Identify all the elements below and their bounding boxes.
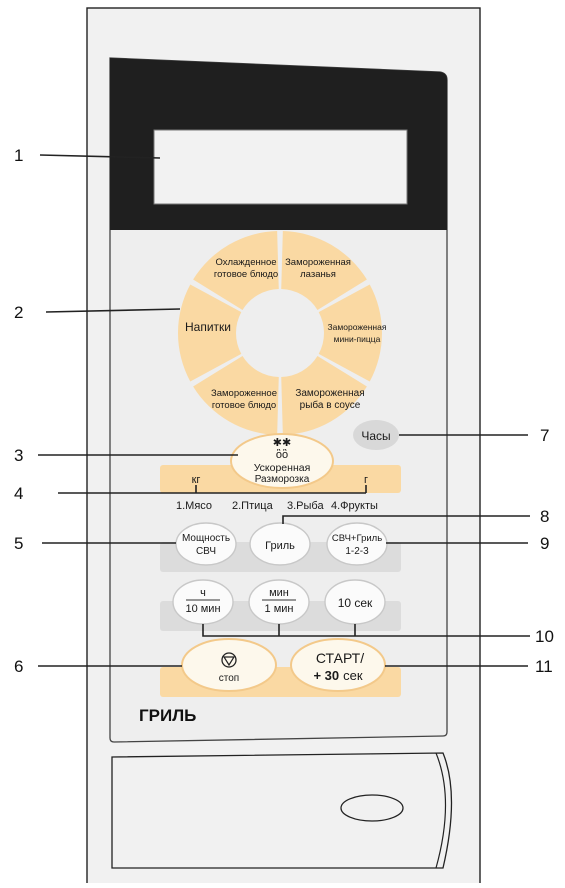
- door-handle-area: [111, 752, 453, 869]
- callout-6: 6: [14, 657, 23, 676]
- category-fish: 3.Рыба: [287, 500, 324, 512]
- door-handle-edge: [435, 752, 447, 869]
- ten-seconds-label: 10 сек: [338, 596, 373, 610]
- dial-center: [237, 290, 323, 376]
- stop-label: стоп: [219, 673, 239, 684]
- dial-segment-label: рыба в соусе: [300, 399, 361, 411]
- callout-11: 11: [535, 657, 553, 676]
- hour-top-label: ч: [200, 587, 206, 599]
- callout-10: 10: [535, 627, 554, 646]
- callout-7: 7: [540, 426, 549, 445]
- grill-button[interactable]: [249, 522, 311, 566]
- grill-label: Гриль: [265, 540, 295, 552]
- defrost-label-line1: Ускоренная: [254, 462, 311, 474]
- dial-segment-label: готовое блюдо: [212, 400, 276, 411]
- drops-glyph: ὃὃ: [276, 449, 288, 461]
- combo-label-line2: 1-2-3: [345, 546, 369, 557]
- clock-button[interactable]: [353, 420, 399, 450]
- callout-4: 4: [14, 484, 23, 503]
- dial-segment-label: Замороженное: [211, 388, 277, 399]
- display-screen: [153, 129, 408, 205]
- snowflake-drops-icon: ✱✱: [273, 437, 291, 449]
- dial-segment-label: Замороженная: [295, 388, 364, 399]
- dial-segment-label: мини-пицца: [334, 334, 381, 344]
- dial-segment[interactable]: [281, 356, 367, 435]
- combo-button[interactable]: [326, 522, 388, 566]
- power-label-line1: Мощность: [182, 533, 230, 544]
- power-label-line2: СВЧ: [196, 546, 216, 557]
- callout-3: 3: [14, 446, 23, 465]
- dial-segment[interactable]: [193, 356, 279, 435]
- unit-g: г: [364, 474, 368, 486]
- callout-2: 2: [14, 303, 23, 322]
- start-label-line2: + 30 сек: [313, 668, 362, 683]
- category-poultry: 2.Птица: [232, 500, 274, 512]
- leader-8: [282, 515, 530, 524]
- brand-label: ГРИЛЬ: [139, 706, 196, 725]
- callout-1: 1: [14, 146, 23, 165]
- start-button[interactable]: [290, 638, 386, 692]
- start-sec: сек: [343, 668, 363, 683]
- door-handle-slot: [340, 794, 404, 822]
- callout-5: 5: [14, 534, 23, 553]
- dial-segment-label: Напитки: [185, 320, 231, 334]
- dial-segment-label: Замороженная: [285, 257, 351, 268]
- dial-segment-label: готовое блюдо: [214, 269, 278, 280]
- start-plus-30: + 30: [313, 668, 339, 683]
- unit-kg: кг: [192, 474, 201, 486]
- leader-1: [39, 154, 161, 159]
- start-label-line1: СТАРТ/: [316, 650, 364, 666]
- callout-8: 8: [540, 507, 549, 526]
- minute-bottom-label: 1 мин: [265, 603, 294, 615]
- combo-label-line1: СВЧ+Гриль: [332, 533, 382, 544]
- dial-segment[interactable]: [281, 231, 367, 310]
- leader-10: [202, 624, 530, 637]
- stop-icon: [221, 652, 237, 668]
- callout-9: 9: [540, 534, 549, 553]
- clock-button-label: Часы: [361, 429, 390, 443]
- leader-2: [45, 308, 181, 313]
- dial-segment[interactable]: [193, 231, 279, 310]
- minute-top-label: мин: [269, 587, 289, 599]
- dial-segment[interactable]: [318, 284, 382, 382]
- express-defrost-button[interactable]: [230, 433, 334, 489]
- category-fruits: 4.Фрукты: [331, 500, 378, 512]
- dial-segment-label: Охлажденное: [215, 257, 276, 268]
- defrost-label-line2: Разморозка: [255, 474, 310, 485]
- dial-segment-label: лазанья: [300, 269, 336, 280]
- power-button[interactable]: [175, 522, 237, 566]
- hour-bottom-label: 10 мин: [185, 603, 220, 615]
- category-meat: 1.Мясо: [176, 500, 212, 512]
- dial-segment-label: Замороженная: [328, 322, 387, 332]
- dial-segment[interactable]: [178, 284, 242, 382]
